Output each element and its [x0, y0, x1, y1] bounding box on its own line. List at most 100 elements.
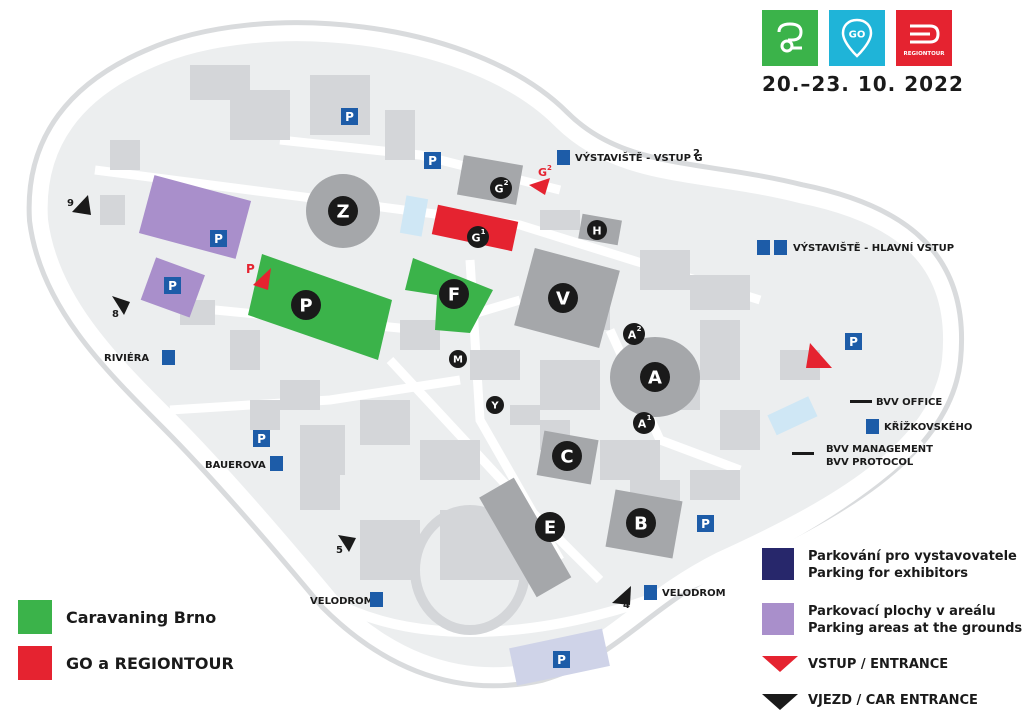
svg-text:2: 2: [693, 148, 700, 159]
parking-sign: P: [253, 430, 270, 447]
svg-text:VÝSTAVIŠTĚ - HLAVNÍ VSTUP: VÝSTAVIŠTĚ - HLAVNÍ VSTUP: [793, 241, 954, 254]
legend-swatch-go-regiontour: [18, 646, 52, 680]
svg-text:G: G: [538, 166, 547, 179]
legend-swatch-caravaning: [18, 600, 52, 634]
stop-vstup-g2: VÝSTAVIŠTĚ - VSTUP G 2: [557, 148, 703, 165]
arrow-icon: REGIONTOUR: [904, 24, 946, 57]
svg-text:P: P: [345, 110, 354, 124]
legend-entrance-arrow: [762, 656, 798, 672]
svg-text:P: P: [168, 279, 177, 293]
hall-y-marker: Y: [486, 396, 504, 414]
legend-grounds: Parkovací plochy v areálu Parking areas …: [808, 603, 1022, 637]
stop-velodrom-right: VELODROM: [644, 585, 726, 600]
caravaning-logo: [762, 10, 818, 66]
svg-text:4: 4: [623, 600, 630, 611]
svg-text:P: P: [214, 232, 223, 246]
hall-p-marker: P: [291, 290, 321, 320]
bvv-management-label: BVV MANAGEMENT BVV PROTOCOL: [792, 444, 933, 468]
hall-m-marker: M: [449, 350, 467, 368]
svg-text:RIVIÉRA: RIVIÉRA: [104, 351, 149, 364]
svg-text:5: 5: [336, 545, 343, 556]
svg-text:BAUEROVA: BAUEROVA: [205, 460, 266, 471]
legend-grounds-en: Parking areas at the grounds: [808, 621, 1023, 636]
svg-text:BVV OFFICE: BVV OFFICE: [876, 397, 942, 408]
parking-sign: P: [341, 108, 358, 125]
svg-text:M: M: [453, 355, 463, 366]
go-logo: GO: [829, 10, 885, 66]
legend-go-regiontour: GO a REGIONTOUR: [66, 654, 234, 673]
svg-text:A: A: [648, 368, 662, 389]
svg-text:1: 1: [481, 228, 486, 236]
legend-exhibitors-en: Parking for exhibitors: [808, 566, 969, 581]
svg-text:8: 8: [112, 309, 119, 320]
car-entrance-markers: 9 8 5 4: [67, 195, 631, 611]
svg-text:F: F: [448, 285, 460, 306]
svg-text:1: 1: [647, 414, 652, 422]
stop-hlavni-vstup: VÝSTAVIŠTĚ - HLAVNÍ VSTUP: [757, 240, 954, 255]
svg-text:9: 9: [67, 198, 74, 209]
svg-text:P: P: [299, 296, 312, 317]
parking-signs: P P P P P P P P: [164, 108, 862, 668]
regiontour-logo: REGIONTOUR: [896, 10, 952, 66]
svg-text:Z: Z: [336, 202, 349, 223]
hall-e-marker: E: [535, 512, 565, 542]
stop-bauerova: BAUEROVA: [205, 456, 283, 471]
stop-riviera: RIVIÉRA: [104, 350, 175, 365]
legend-grounds-cz: Parkovací plochy v areálu: [808, 604, 996, 619]
car-entrance-5: 5: [336, 535, 356, 556]
svg-text:2: 2: [504, 179, 509, 187]
hall-b-marker: B: [626, 508, 656, 538]
svg-text:A: A: [628, 329, 637, 342]
svg-text:A: A: [638, 418, 647, 431]
svg-text:VELODROM: VELODROM: [662, 588, 726, 599]
svg-text:REGIONTOUR: REGIONTOUR: [904, 51, 946, 57]
bvv-office-label: BVV OFFICE: [850, 397, 942, 408]
entrance-arrow-p: P: [246, 262, 271, 290]
svg-text:VÝSTAVIŠTĚ - VSTUP G: VÝSTAVIŠTĚ - VSTUP G: [575, 151, 703, 164]
svg-text:2: 2: [637, 325, 642, 333]
caravan-icon: [777, 22, 803, 53]
svg-text:H: H: [592, 225, 601, 238]
svg-text:G: G: [494, 183, 503, 196]
svg-text:KŘÍŽKOVSKÉHO: KŘÍŽKOVSKÉHO: [884, 420, 972, 433]
event-date: 20.–23. 10. 2022: [762, 72, 964, 96]
legend-swatch-exhibitors: [762, 548, 794, 580]
legend-entrance: VSTUP / ENTRANCE: [808, 657, 949, 672]
svg-text:E: E: [544, 518, 556, 539]
legend-swatch-grounds: [762, 603, 794, 635]
svg-text:P: P: [428, 154, 437, 168]
parking-sign: P: [164, 277, 181, 294]
svg-text:P: P: [557, 653, 566, 667]
hall-f-marker: F: [439, 279, 469, 309]
svg-text:P: P: [257, 432, 266, 446]
parking-sign: P: [210, 230, 227, 247]
legend-car-entrance-arrow: [762, 694, 798, 710]
location-pin-icon: GO: [841, 18, 873, 58]
entrance-arrow-main: [806, 343, 832, 368]
svg-text:V: V: [556, 289, 570, 310]
svg-text:Y: Y: [490, 401, 499, 412]
svg-text:G: G: [471, 232, 480, 245]
car-entrance-8: 8: [112, 296, 130, 320]
south-road: [327, 436, 924, 637]
hall-a-marker: A: [640, 362, 670, 392]
svg-text:P: P: [701, 517, 710, 531]
hall-h-marker: H: [587, 220, 607, 240]
legend-car-entrance: VJEZD / CAR ENTRANCE: [808, 693, 978, 708]
stop-velodrom-left: VELODROM: [310, 592, 383, 607]
water-area: [399, 195, 429, 237]
hall-c-marker: C: [552, 441, 582, 471]
legend-exhibitors: Parkování pro vystavovatele Parking for …: [808, 548, 1017, 582]
parking-sign: P: [553, 651, 570, 668]
svg-text:BVV MANAGEMENT: BVV MANAGEMENT: [826, 444, 933, 455]
parking-sign: P: [697, 515, 714, 532]
svg-text:P: P: [849, 335, 858, 349]
legend-caravaning: Caravaning Brno: [66, 608, 217, 627]
